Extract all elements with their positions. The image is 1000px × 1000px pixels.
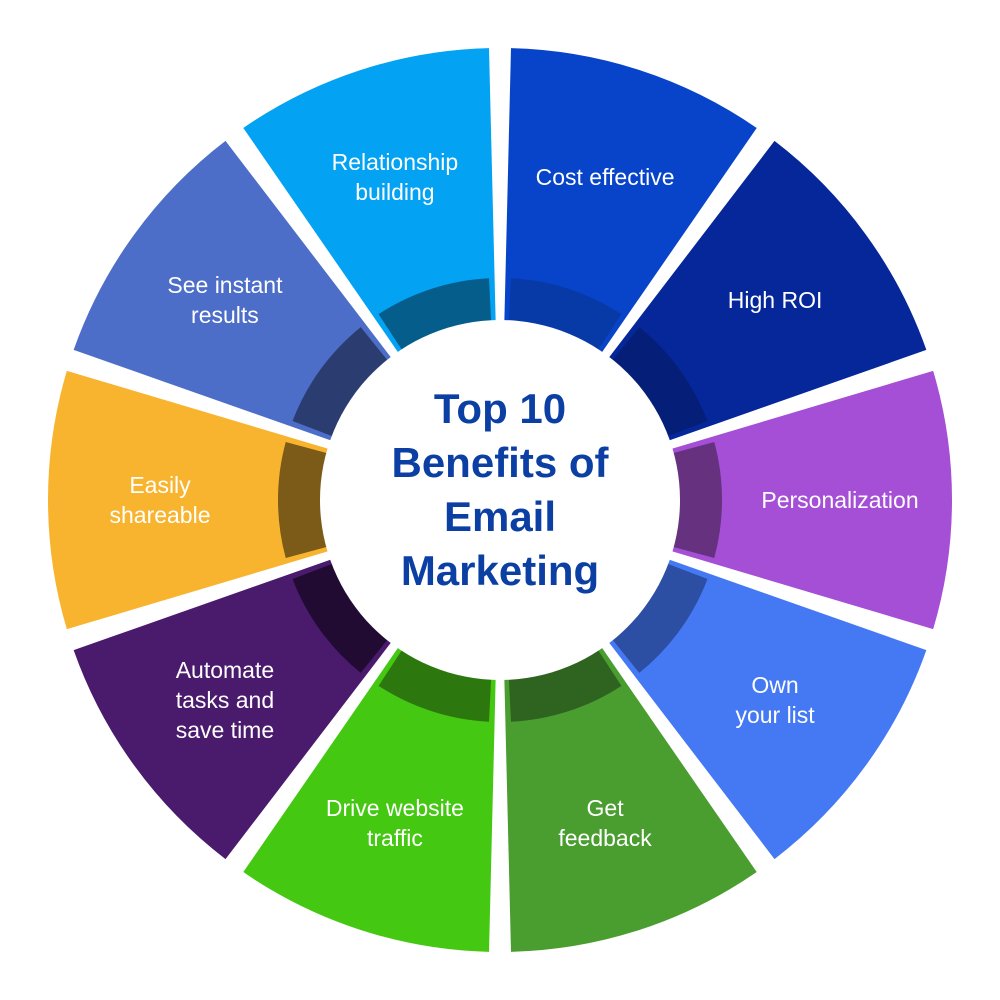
segment-1	[504, 48, 757, 356]
segment-6-ring	[378, 646, 492, 722]
segment-5-ring	[508, 646, 622, 722]
center-title-line-3: Email	[443, 493, 557, 540]
segment-2	[606, 140, 927, 442]
segment-8-ring	[277, 441, 332, 559]
center-title-line-4: Marketing	[400, 547, 600, 594]
segment-label-2: High ROI	[727, 287, 823, 314]
segment-label-10: Relationship building	[331, 148, 459, 205]
segment-5	[504, 644, 757, 952]
segment-9	[73, 140, 394, 442]
segment-1-ring	[508, 278, 622, 354]
segment-label-9: See instant results	[167, 272, 283, 329]
center-title-line-2: Benefits of	[391, 439, 609, 486]
segment-4-ring	[609, 562, 708, 673]
center-title: Top 10 Benefits of Email Marketing	[350, 382, 650, 598]
segment-6	[243, 644, 496, 952]
segment-8	[48, 370, 333, 630]
segment-label-3: Personalization	[761, 487, 919, 513]
segment-2-ring	[609, 327, 708, 438]
segment-10	[243, 48, 496, 356]
segment-3-ring	[668, 441, 722, 559]
segment-label-4: Own your list	[735, 671, 815, 728]
segment-label-8: Easily shareable	[109, 472, 211, 528]
segment-7	[73, 558, 394, 860]
segment-label-1: Cost effective	[535, 163, 675, 190]
segment-4	[606, 558, 927, 860]
center-disc	[320, 320, 680, 680]
segment-7-ring	[292, 562, 391, 673]
segment-label-7: Automate tasks and save time	[175, 656, 275, 743]
center-title-line-1: Top 10	[433, 385, 567, 432]
segment-3	[667, 370, 952, 630]
segment-label-6: Drive website traffic	[325, 795, 464, 852]
segment-10-ring	[378, 278, 492, 354]
segment-label-5: Get feedback	[558, 795, 652, 852]
segment-9-ring	[292, 327, 391, 438]
